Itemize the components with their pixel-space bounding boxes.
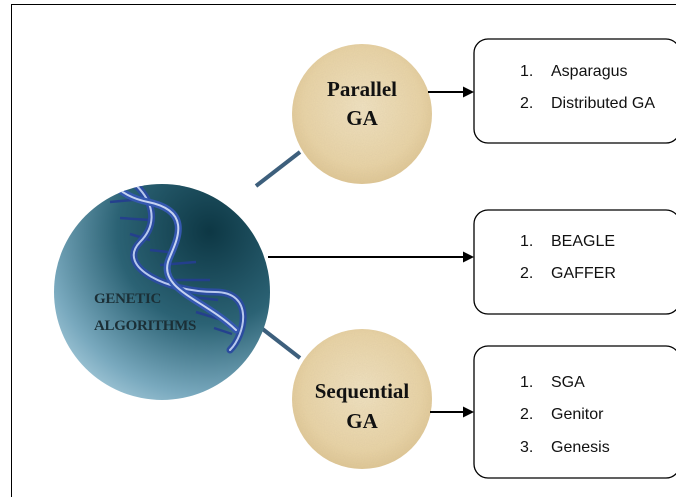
direct-list-box: 1. BEAGLE 2. GAFFER <box>473 209 676 315</box>
list-item-beagle: BEAGLE <box>551 233 615 250</box>
center-title-line-1: GENETIC <box>94 291 161 307</box>
arrowhead-direct <box>463 251 474 263</box>
list-number: 3. <box>520 439 533 456</box>
list-number: 2. <box>520 406 533 423</box>
list-number: 1. <box>520 233 533 250</box>
sequential-title-line-1: Sequential <box>315 379 410 403</box>
list-number: 2. <box>520 265 533 282</box>
list-number: 2. <box>520 95 533 112</box>
parallel-title-line-2: GA <box>346 106 378 130</box>
connector-sequential <box>258 325 302 360</box>
list-item-gaffer: GAFFER <box>551 265 616 282</box>
list-item-genesis: Genesis <box>551 439 610 456</box>
arrowhead-parallel <box>463 86 474 98</box>
parallel-list-box: 1. Asparagus 2. Distributed GA <box>473 38 676 144</box>
center-node: GENETIC ALGORITHMS <box>54 184 270 400</box>
list-number: 1. <box>520 374 533 391</box>
list-item-asparagus: Asparagus <box>551 63 628 80</box>
sequential-list-box: 1. SGA 2. Genitor 3. Genesis <box>473 345 676 479</box>
list-item-sga: SGA <box>551 374 585 391</box>
arrowhead-sequential <box>463 406 474 418</box>
parallel-title-line-1: Parallel <box>327 77 397 101</box>
parallel-ga-node: Parallel GA <box>292 44 432 184</box>
connector-parallel <box>254 150 302 188</box>
list-item-distributed-ga: Distributed GA <box>551 95 655 112</box>
sequential-title-line-2: GA <box>346 409 378 433</box>
diagram-frame <box>11 4 676 497</box>
list-item-genitor: Genitor <box>551 406 604 423</box>
center-title-line-2: ALGORITHMS <box>94 318 196 334</box>
sequential-ga-node: Sequential GA <box>292 329 432 469</box>
list-number: 1. <box>520 63 533 80</box>
